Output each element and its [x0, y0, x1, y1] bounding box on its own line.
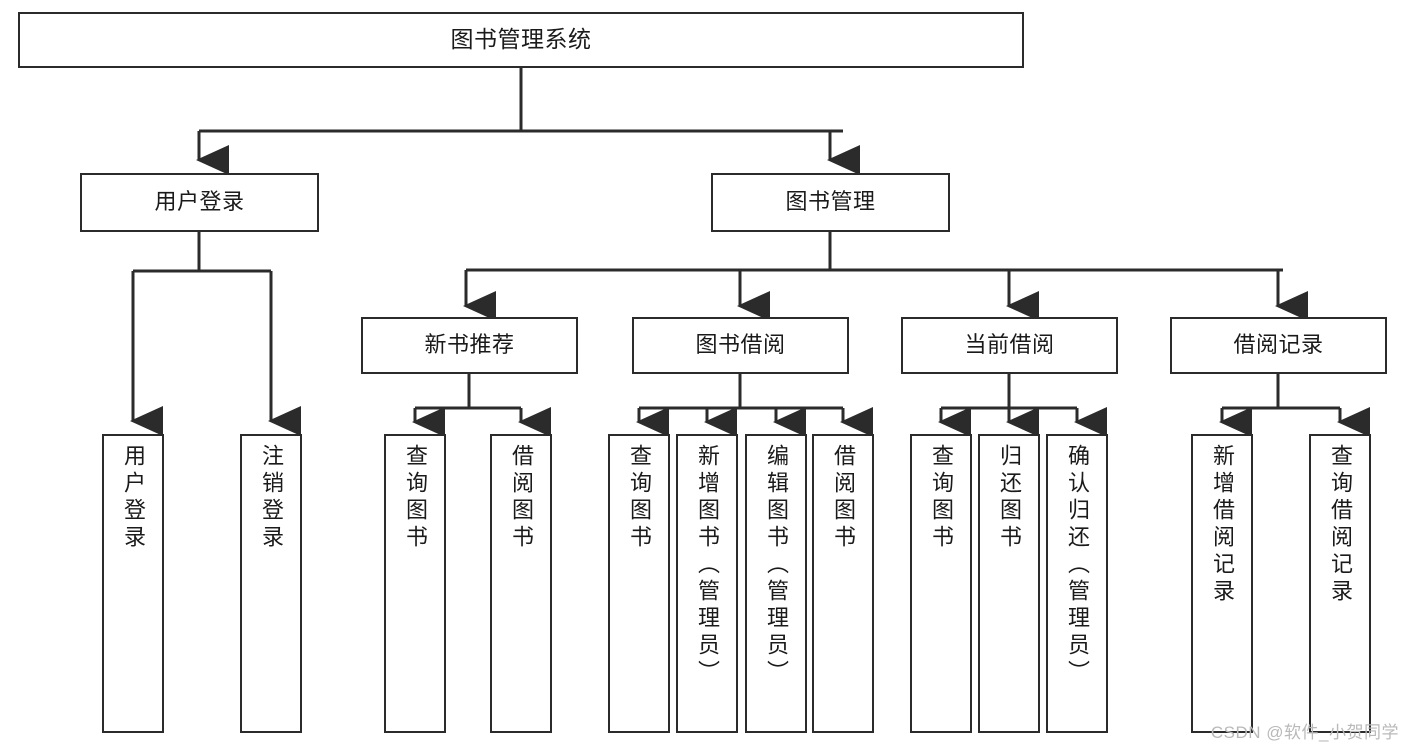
leaf-current-query-book[interactable]: 查询图书	[910, 434, 972, 733]
node-label: 查询图书	[627, 444, 652, 552]
leaf-new-book-query-book[interactable]: 查询图书	[384, 434, 446, 733]
node-label: 新增借阅记录	[1210, 444, 1235, 606]
node-label: 用户登录	[121, 444, 146, 552]
node-label: 新书推荐	[424, 332, 515, 358]
leaf-borrow-query-book[interactable]: 查询图书	[608, 434, 670, 733]
node-label: 查询图书	[403, 444, 428, 552]
leaf-new-book-borrow-book[interactable]: 借阅图书	[490, 434, 552, 733]
node-label: 查询借阅记录	[1328, 444, 1353, 606]
node-borrow-record[interactable]: 借阅记录	[1170, 317, 1387, 374]
node-label: 借阅图书	[831, 444, 856, 552]
node-label: 注销登录	[259, 444, 284, 552]
node-label: 新增图书（管理员）	[695, 444, 720, 687]
leaf-record-add-record[interactable]: 新增借阅记录	[1191, 434, 1253, 733]
leaf-current-return-book[interactable]: 归还图书	[978, 434, 1040, 733]
node-label: 确认归还（管理员）	[1065, 444, 1090, 687]
leaf-borrow-edit-book-admin[interactable]: 编辑图书（管理员）	[745, 434, 807, 733]
node-label: 借阅图书	[509, 444, 534, 552]
leaf-borrow-borrow-book[interactable]: 借阅图书	[812, 434, 874, 733]
node-label: 归还图书	[997, 444, 1022, 552]
node-label: 用户登录	[154, 189, 245, 215]
node-label: 查询图书	[929, 444, 954, 552]
node-label: 借阅记录	[1233, 332, 1324, 358]
node-label: 当前借阅	[964, 332, 1055, 358]
leaf-current-confirm-return-admin[interactable]: 确认归还（管理员）	[1046, 434, 1108, 733]
node-label: 图书管理	[785, 189, 876, 215]
node-current-borrow[interactable]: 当前借阅	[901, 317, 1118, 374]
node-new-book-recommend[interactable]: 新书推荐	[361, 317, 578, 374]
node-label: 编辑图书（管理员）	[764, 444, 789, 687]
node-label: 图书借阅	[695, 332, 786, 358]
node-book-borrow[interactable]: 图书借阅	[632, 317, 849, 374]
node-root-system[interactable]: 图书管理系统	[18, 12, 1024, 68]
leaf-logout[interactable]: 注销登录	[240, 434, 302, 733]
leaf-borrow-add-book-admin[interactable]: 新增图书（管理员）	[676, 434, 738, 733]
leaf-record-query-record[interactable]: 查询借阅记录	[1309, 434, 1371, 733]
leaf-user-login[interactable]: 用户登录	[102, 434, 164, 733]
watermark-text: CSDN @软件_小贺同学	[1210, 723, 1399, 742]
node-book-management[interactable]: 图书管理	[711, 173, 950, 232]
node-user-login[interactable]: 用户登录	[80, 173, 319, 232]
node-label: 图书管理系统	[450, 26, 592, 53]
